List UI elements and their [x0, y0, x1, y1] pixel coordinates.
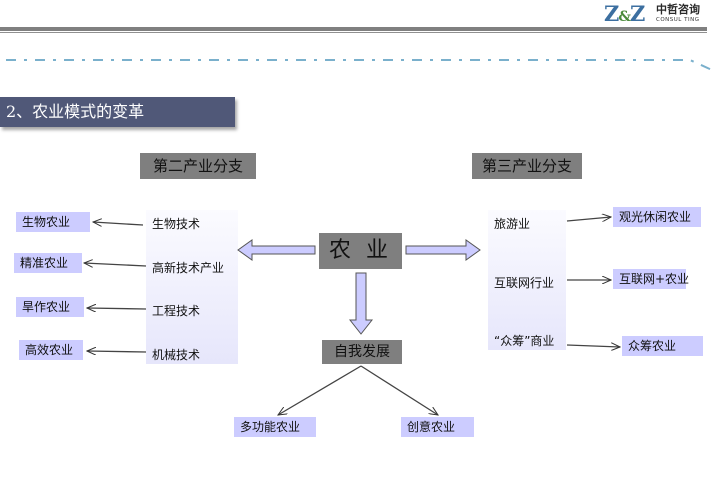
- secondary-source-1: 生物技术: [152, 217, 201, 231]
- decorative-dashed-line: [6, 59, 713, 71]
- tertiary-target-3: 众筹农业: [622, 336, 703, 356]
- block-arrow-left: [237, 239, 316, 261]
- arrow-to-multifunctional: [278, 365, 362, 415]
- secondary-target-2: 精准农业: [14, 253, 82, 273]
- tertiary-source-2: 互联网行业: [494, 276, 555, 290]
- tertiary-industry-header: 第三产业分支: [472, 153, 582, 179]
- tertiary-target-2: 互联网+农业: [613, 269, 689, 289]
- arrow-secondary-4: [87, 351, 147, 352]
- tertiary-target-1: 观光休闲农业: [613, 207, 701, 227]
- arrow-secondary-2: [84, 263, 147, 266]
- secondary-target-4: 高效农业: [19, 340, 83, 360]
- header-divider: [0, 27, 707, 31]
- secondary-source-4: 机械技术: [152, 348, 201, 362]
- brand-name-cn: 中哲咨询: [656, 3, 700, 16]
- brand-logo: Z&Z 中哲咨询 CONSUL TING: [604, 1, 716, 26]
- secondary-target-3: 旱作农业: [16, 297, 84, 317]
- outcome-creative: 创意农业: [401, 417, 474, 437]
- tertiary-source-3: “众筹”商业: [494, 334, 555, 348]
- secondary-source-2: 高新技术产业: [152, 261, 225, 275]
- agriculture-core-box: 农 业: [319, 233, 402, 269]
- secondary-target-1: 生物农业: [16, 212, 90, 232]
- arrow-secondary-1: [93, 222, 144, 225]
- tertiary-source-1: 旅游业: [494, 217, 531, 231]
- arrow-secondary-3: [87, 308, 147, 309]
- secondary-industry-box: [146, 210, 238, 364]
- tertiary-industry-box: [488, 210, 566, 350]
- secondary-source-3: 工程技术: [152, 304, 201, 318]
- block-arrow-right: [405, 239, 481, 261]
- outcome-multifunctional: 多功能农业: [234, 417, 316, 437]
- arrow-tertiary-1: [566, 217, 611, 221]
- arrow-tertiary-3: [566, 345, 620, 347]
- section-title: 2、农业模式的变革: [0, 97, 235, 127]
- arrow-to-creative: [360, 365, 438, 415]
- secondary-industry-header: 第二产业分支: [140, 153, 256, 179]
- block-arrow-down: [348, 272, 374, 335]
- header-divider-thin: [0, 32, 707, 33]
- brand-mark: Z&Z: [604, 1, 645, 26]
- brand-name-en: CONSUL TING: [656, 17, 700, 23]
- self-development-box: 自我发展: [322, 340, 402, 364]
